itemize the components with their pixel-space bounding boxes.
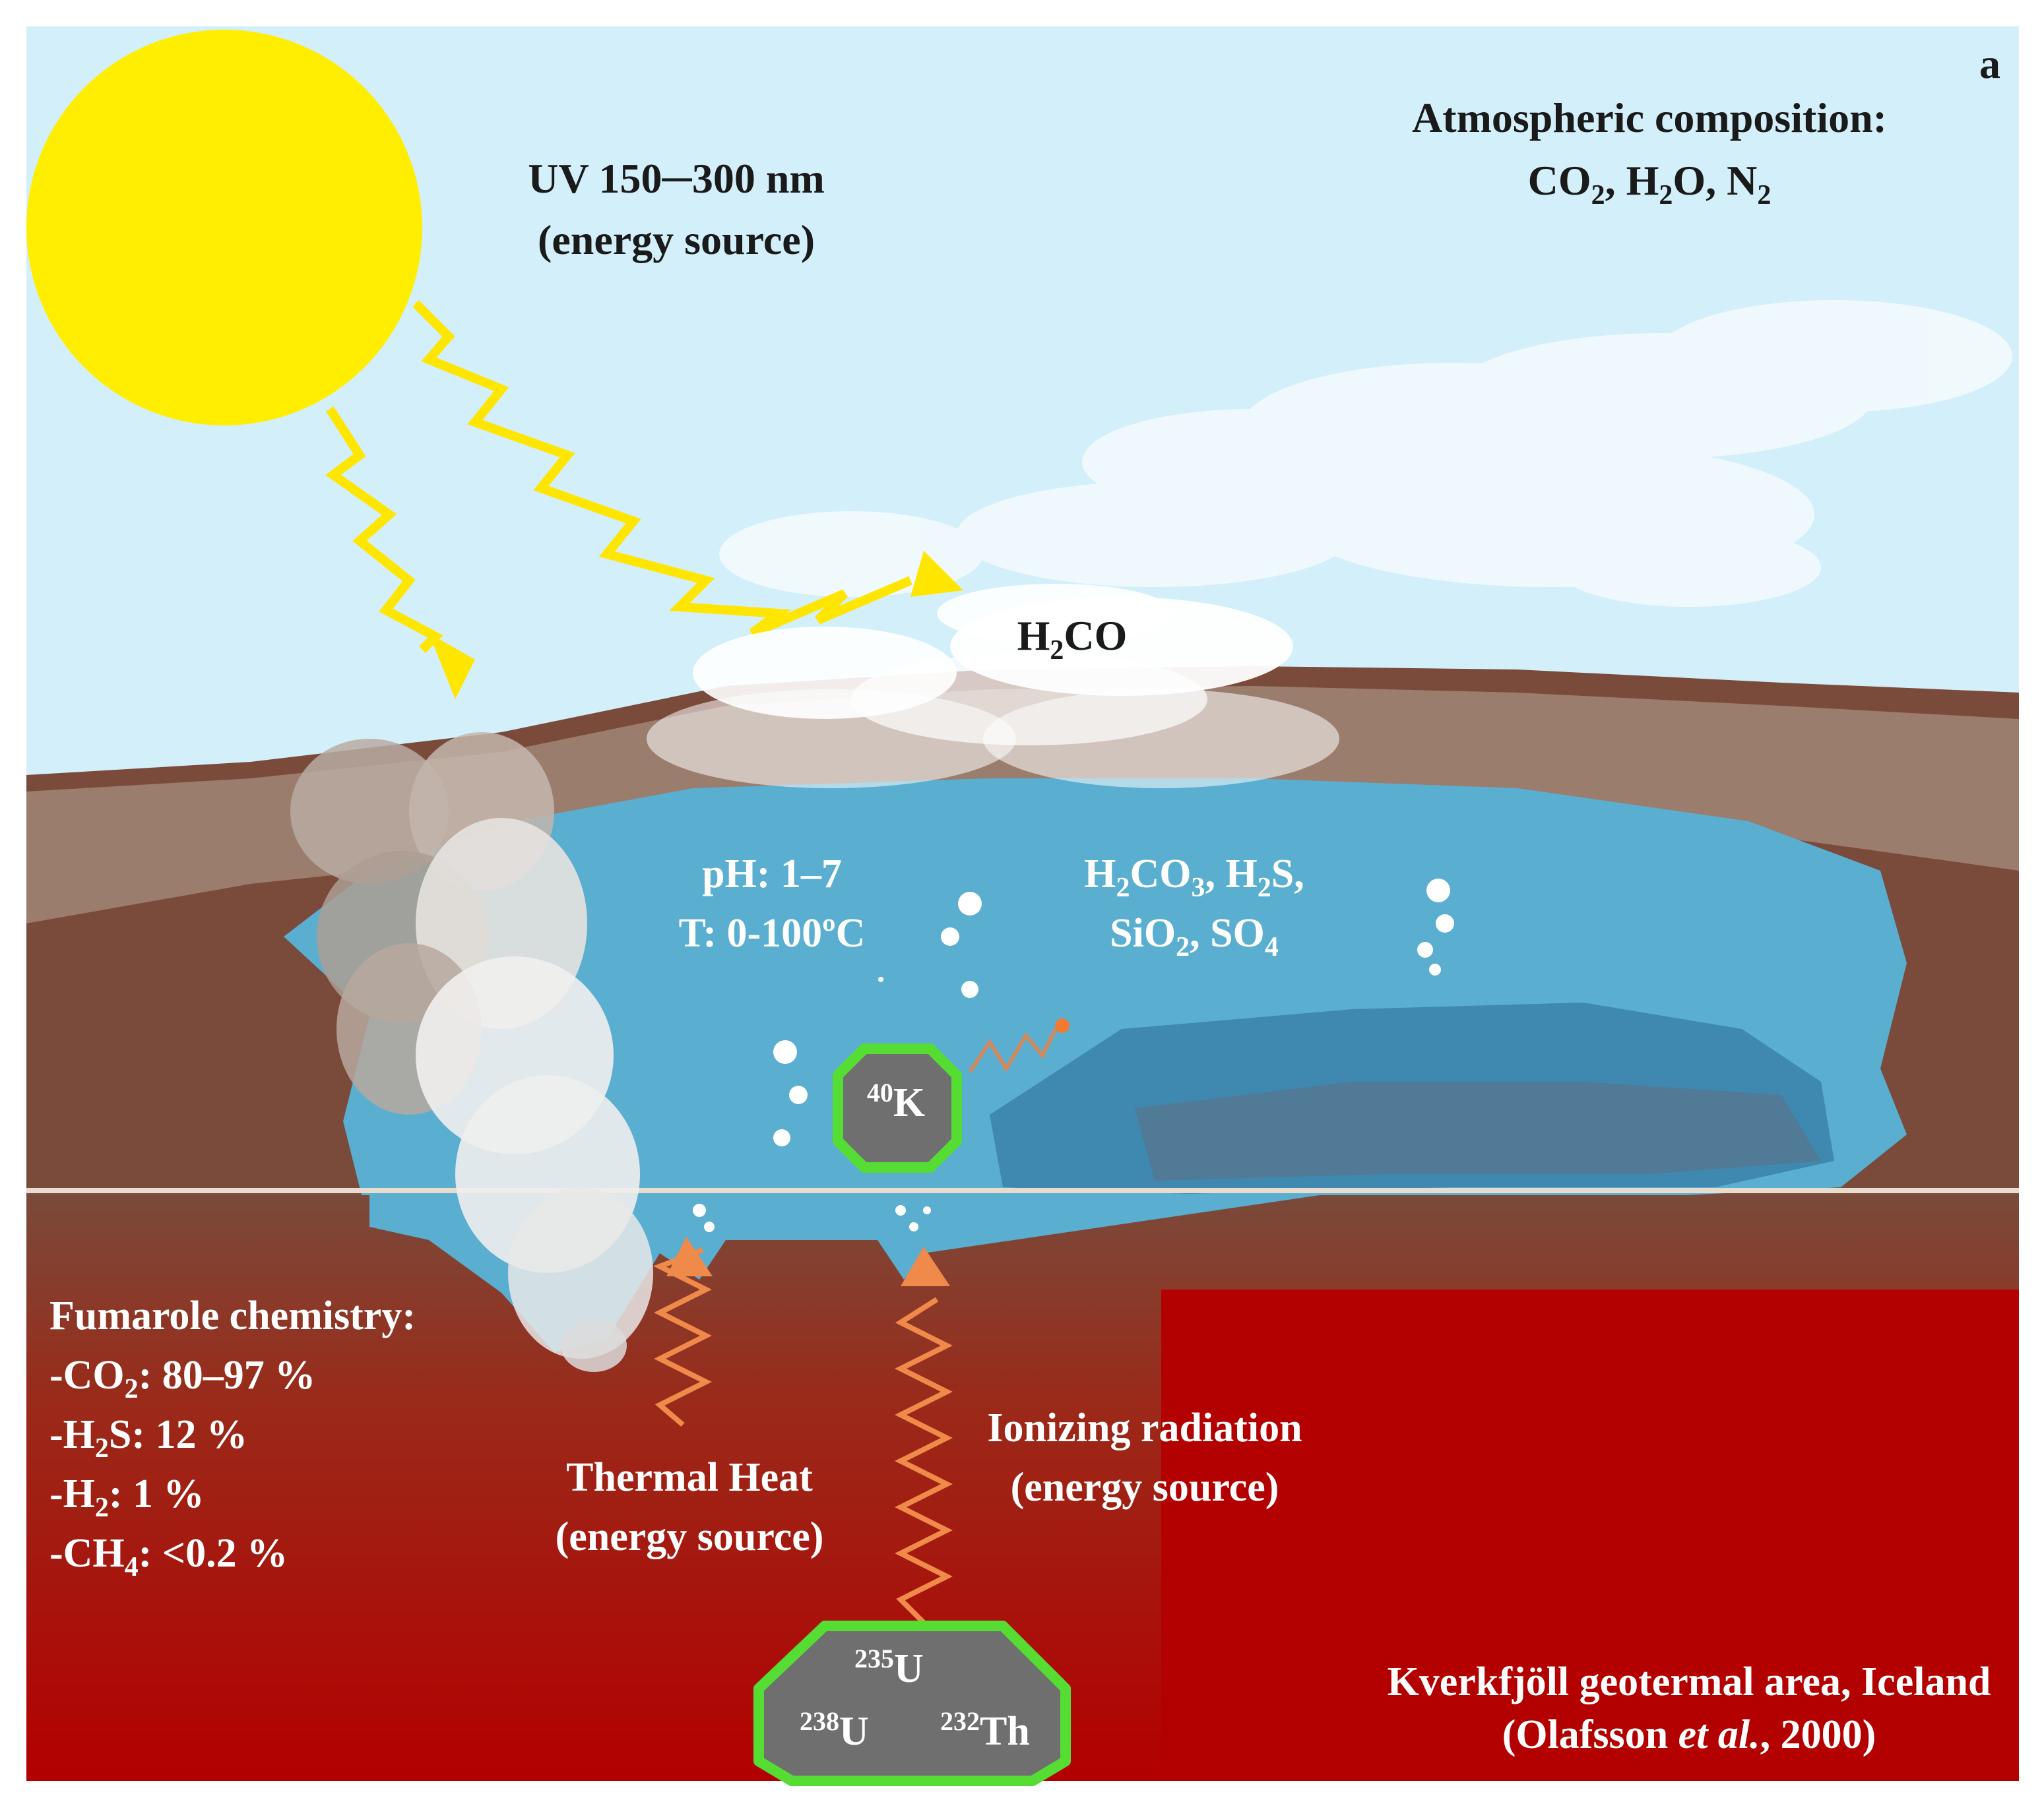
fumarole-item-co2: -CO2: 80–97 % [49, 1353, 315, 1404]
thermal-heat-line2: (energy source) [556, 1514, 824, 1559]
sun [26, 30, 422, 425]
u235-symbol: U [894, 1646, 924, 1691]
ionizing-radiation-wave [895, 1247, 953, 1625]
bubbles [693, 879, 1454, 1232]
u238-mass-number: 238 [800, 1706, 839, 1736]
uv-label-line1: UV 150─300 nm [528, 155, 825, 202]
uv-rays [325, 300, 963, 699]
th232-symbol: Th [980, 1709, 1030, 1754]
cloud-molecule-label: H2CO [1017, 612, 1128, 666]
pool-rock-shelf [1135, 1082, 1821, 1181]
fumarole-item-h2: -H2: 1 % [49, 1472, 205, 1523]
crust-deep-block [1161, 1290, 2019, 1781]
uv-ray-long [412, 300, 912, 638]
svg-text:40K: 40K [867, 1078, 925, 1125]
svg-text:238U: 238U [800, 1706, 869, 1754]
uv-ray-long-arrowhead [910, 551, 963, 597]
atmosphere-heading: Atmospheric composition: [1412, 94, 1887, 141]
k40-symbol: K [893, 1080, 925, 1125]
ionizing-radiation-line2: (energy source) [1011, 1465, 1279, 1510]
uv-ray-short-arrowhead [429, 633, 475, 699]
pool-species-line2: SiO2, SO4 [1110, 911, 1279, 962]
pool-ph-label: pH: 1–7 [702, 852, 842, 896]
svg-text:235U: 235U [854, 1644, 924, 1691]
potassium-40-nucleus: 40K [833, 1043, 962, 1173]
pool-temperature-label: T: 0-100ºC [679, 911, 866, 956]
atmosphere-gases: CO2, H2O, N2 [1528, 157, 1772, 210]
location-line2: (Olafsson et al., 2000) [1502, 1712, 1876, 1757]
uv-ray-short [325, 406, 443, 653]
thermal-heat-wave [653, 1237, 713, 1427]
th232-mass-number: 232 [940, 1706, 980, 1736]
thermal-heat-line1: Thermal Heat [566, 1455, 813, 1500]
pool-species-line1: H2CO3, H2S, [1084, 852, 1304, 903]
ionizing-radiation-line1: Ionizing radiation [987, 1406, 1302, 1450]
uranium-thorium-nucleus: 235U 238U 232Th [753, 1621, 1071, 1786]
u238-symbol: U [839, 1709, 869, 1754]
panel-letter: a [1979, 40, 2000, 87]
fumarole-heading: Fumarole chemistry: [49, 1293, 416, 1338]
steam-cloud [647, 584, 1339, 788]
fumarole-plume [290, 732, 653, 1372]
u235-mass-number: 235 [854, 1644, 894, 1673]
uv-label-line2: (energy source) [538, 216, 815, 263]
k40-emission [968, 1018, 1070, 1073]
k40-mass-number: 40 [867, 1078, 893, 1107]
svg-text:232Th: 232Th [940, 1706, 1030, 1754]
location-line1: Kverkfjöll geotermal area, Iceland [1388, 1660, 1991, 1704]
fumarole-item-ch4: -CH4: <0.2 % [49, 1531, 288, 1582]
background-clouds [719, 300, 2012, 607]
fumarole-item-h2s: -H2S: 12 % [49, 1412, 247, 1464]
